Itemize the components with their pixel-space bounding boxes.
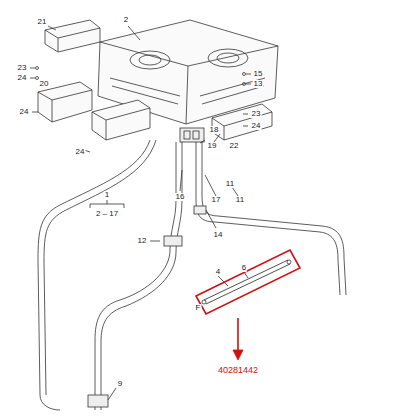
callout-number: 21 (37, 18, 48, 26)
callout-number: 24 (75, 148, 86, 156)
callout-number: 22 (229, 142, 240, 150)
callout-number: 2 (123, 16, 129, 24)
callout-number: 16 (175, 193, 186, 201)
callout-number: 2 – 17 (95, 210, 119, 218)
callout-number: 24 (19, 108, 30, 116)
part-number: 40281442 (217, 366, 259, 375)
callout-number: 14 (213, 231, 224, 239)
callout-number: F (195, 304, 202, 312)
callout-number: 4 (215, 268, 221, 276)
callout-number: 17 (211, 196, 222, 204)
callout-number: 20 (39, 80, 50, 88)
callout-number: 24 (17, 74, 28, 82)
callout-number: 23 (17, 64, 28, 72)
callout-number: 19 (207, 142, 218, 150)
highlight-frame (196, 250, 300, 314)
callout-number: 1 (104, 191, 110, 199)
callout-number: 9 (117, 380, 123, 388)
callout-number: 6 (241, 264, 247, 272)
callout-number: 23 (251, 110, 262, 118)
callout-number: 11 (225, 180, 235, 188)
callout-number: 18 (209, 126, 220, 134)
callout-number: 15 (253, 70, 264, 78)
callout-number: 13 (253, 80, 264, 88)
callout-number: 24 (251, 122, 262, 130)
callout-number: 12 (137, 237, 148, 245)
callout-number: 11 (235, 196, 245, 204)
